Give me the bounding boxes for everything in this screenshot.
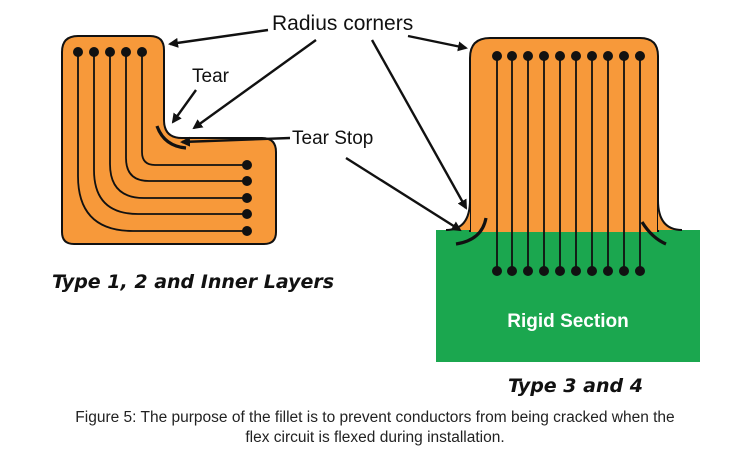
annotation-arrows — [168, 28, 468, 232]
left-pad-top-4 — [121, 47, 131, 57]
left-pad-right-1 — [242, 160, 252, 170]
left-pad-right-3 — [242, 193, 252, 203]
right-fillet — [658, 200, 682, 230]
left-trace-5 — [141, 52, 247, 166]
right-fillet-edge — [657, 199, 683, 231]
left-trace-3 — [109, 52, 247, 199]
left-pad-top-5 — [137, 47, 147, 57]
left-trace-2 — [93, 52, 247, 215]
left-pad-right-4 — [242, 209, 252, 219]
arrow-tear-stop-to-left-stop — [180, 136, 291, 147]
label-radius-corners: Radius corners — [272, 12, 413, 35]
caption-line-1: Figure 5: The purpose of the fillet is t… — [75, 409, 675, 426]
arrow-tear-stop-to-right-stop — [345, 156, 462, 232]
arrow-radius-to-fillet — [370, 39, 468, 210]
arrow-tear-to-corner — [171, 89, 197, 124]
label-type-left: Type 1, 2 and Inner Layers — [52, 271, 334, 293]
left-pad-top-2 — [89, 47, 99, 57]
flex-tail — [469, 37, 659, 232]
left-trace-1 — [77, 52, 247, 232]
right-conductor-traces — [496, 56, 641, 271]
left-fillet — [446, 200, 470, 230]
left-trace-4 — [125, 52, 247, 182]
left-conductor-traces — [77, 52, 247, 232]
left-pads — [73, 47, 252, 236]
left-tear-stop-arc — [155, 125, 187, 150]
right-tear-stop-arc-left — [455, 217, 488, 246]
left-pad-top-1 — [73, 47, 83, 57]
right-tear-stop-arc-right — [640, 221, 667, 246]
right-pads — [492, 51, 645, 276]
label-tear: Tear — [192, 66, 230, 87]
arrow-radius-to-right-corner — [407, 34, 468, 52]
label-tear-stop: Tear Stop — [292, 128, 373, 149]
left-pad-right-5 — [242, 226, 252, 236]
rigid-section — [436, 230, 700, 362]
left-pad-top-3 — [105, 47, 115, 57]
arrow-radius-to-left-corner — [168, 28, 269, 48]
label-type-right: Type 3 and 4 — [508, 375, 643, 397]
label-rigid-section: Rigid Section — [507, 311, 628, 332]
caption-line-2: flex circuit is flexed during installati… — [245, 429, 505, 446]
arrow-radius-to-tear — [192, 39, 317, 130]
left-pad-right-2 — [242, 176, 252, 186]
figure-caption: Figure 5: The purpose of the fillet is t… — [0, 408, 750, 448]
l-shaped-flex-circuit — [61, 35, 277, 245]
left-fillet-edge — [445, 199, 471, 231]
